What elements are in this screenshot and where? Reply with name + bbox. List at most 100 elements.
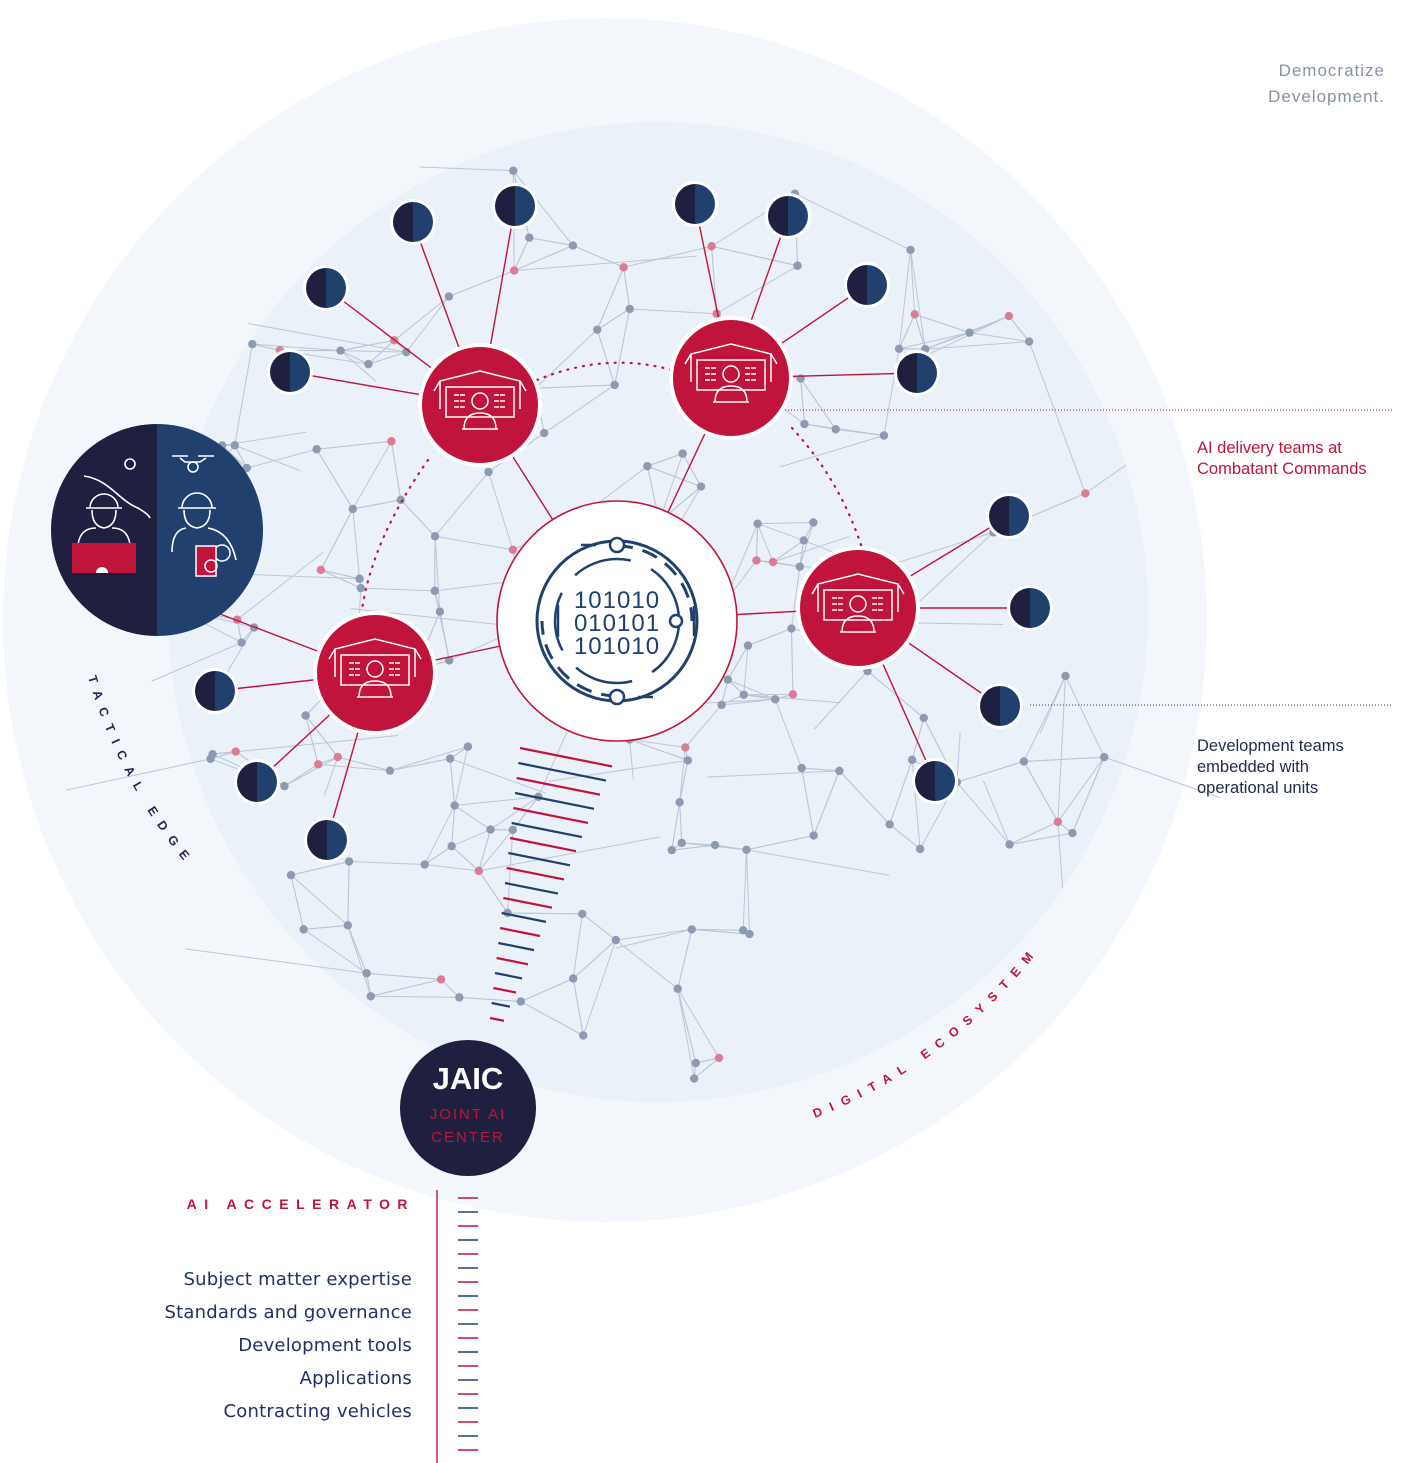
network-node (362, 969, 371, 978)
network-node (717, 700, 726, 710)
callout-combatant-line-2: Combatant Commands (1197, 460, 1367, 478)
accelerator-title: AI ACCELERATOR (186, 1196, 415, 1212)
callout-development-line-2: embedded with (1197, 758, 1309, 776)
monitor-person-icon (796, 546, 920, 670)
tagline: Democratize Development. (1205, 58, 1385, 110)
network-node (696, 482, 706, 491)
network-node (436, 975, 446, 984)
tactical-operator-badge (51, 424, 263, 636)
network-node (366, 992, 375, 1001)
network-node (610, 380, 619, 390)
network-node (835, 766, 844, 776)
binary-line-2: 010101 (574, 610, 660, 637)
network-node (667, 845, 676, 855)
network-node (793, 261, 802, 270)
network-node (508, 825, 517, 835)
network-node (447, 841, 456, 851)
network-node (673, 984, 682, 993)
network-node (430, 586, 439, 596)
jaic-subtitle-1: JOINT AI (430, 1106, 507, 1123)
network-node (445, 656, 454, 665)
network-node (753, 519, 762, 528)
network-node (1068, 828, 1077, 838)
team-dotted-arcs (360, 361, 864, 612)
network-node (1100, 752, 1109, 762)
network-node (809, 831, 818, 840)
unit-node-icon (492, 183, 538, 229)
operator-tablet-icon (171, 492, 237, 562)
central-data-hub: 101010 010101 101010 (496, 500, 738, 742)
network-node (677, 838, 686, 848)
network-node (1061, 671, 1070, 681)
network-node (809, 518, 818, 527)
network-node (739, 690, 748, 699)
network-node (965, 328, 974, 337)
tagline-line-1: Democratize (1278, 61, 1385, 80)
network-node (831, 425, 840, 434)
network-node (313, 760, 323, 769)
network-node (336, 346, 345, 355)
network-node (248, 339, 257, 349)
network-node (906, 245, 915, 255)
network-node (723, 675, 733, 684)
unit-node-icon (977, 683, 1023, 729)
network-node (1081, 489, 1090, 498)
network-node (450, 801, 459, 810)
monitor-person-icon (313, 611, 437, 735)
network-node (206, 754, 215, 764)
network-node (681, 743, 690, 752)
callout-development-line-3: operational units (1197, 779, 1319, 797)
network-node (396, 495, 405, 505)
network-node (242, 463, 251, 473)
network-node (1053, 817, 1063, 827)
network-node (486, 825, 495, 834)
network-node (509, 266, 519, 275)
network-node (516, 997, 526, 1006)
network-node (787, 624, 796, 633)
network-node (525, 233, 534, 242)
network-node (683, 756, 693, 765)
network-node (463, 742, 473, 751)
network-node (771, 695, 780, 704)
unit-node-icon (672, 181, 718, 227)
network-node (569, 974, 578, 983)
network-node (907, 755, 917, 764)
embedded-units (192, 181, 1053, 863)
network-node (286, 870, 296, 880)
network-node (237, 638, 246, 647)
callout-development-line-1: Development teams (1197, 737, 1344, 755)
unit-node-icon (765, 193, 811, 239)
callout-combatant-commands: AI delivery teams at Combatant Commands (1197, 438, 1422, 480)
network-node (301, 711, 310, 720)
network-node (745, 929, 754, 939)
network-node (455, 993, 464, 1002)
network-node (445, 754, 455, 763)
callout-combatant-line-1: AI delivery teams at (1197, 439, 1342, 457)
network-node (539, 428, 549, 438)
network-node (280, 781, 289, 791)
network-node (364, 359, 373, 369)
network-node (230, 441, 239, 450)
network-node (752, 556, 761, 565)
network-node (474, 866, 484, 876)
network-node (788, 690, 798, 699)
accelerator-item: Contracting vehicles (223, 1401, 412, 1422)
hub-top-node-icon (608, 536, 626, 554)
network-node (387, 437, 396, 446)
binary-line-1: 101010 (574, 587, 660, 614)
network-node (1024, 337, 1034, 346)
network-node (707, 242, 716, 251)
monitor-person-icon (669, 316, 793, 440)
network-node (799, 536, 808, 545)
network-node (910, 310, 919, 319)
unit-node-icon (192, 668, 238, 714)
accelerator-item: Subject matter expertise (183, 1269, 412, 1290)
network-node (312, 445, 321, 454)
network-node (579, 1031, 588, 1040)
network-node (420, 860, 429, 869)
network-node (743, 641, 753, 650)
network-node (356, 583, 366, 593)
network-node (568, 241, 578, 250)
network-node (348, 504, 358, 514)
jaic-subtitle-2: CENTER (431, 1129, 505, 1146)
